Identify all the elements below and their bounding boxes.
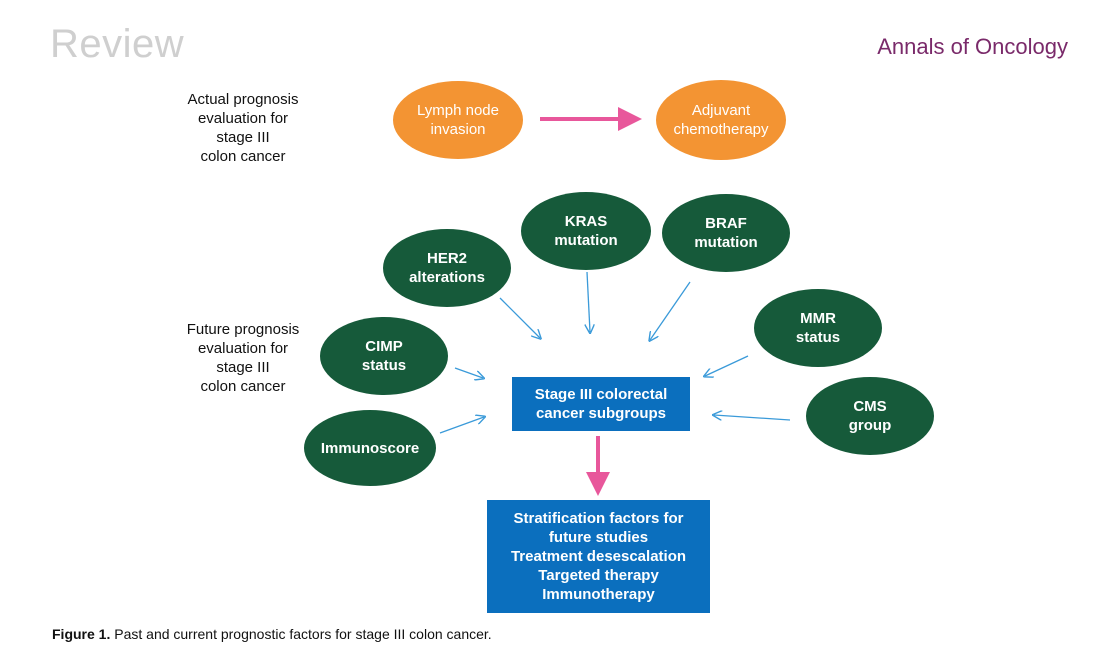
arrow-mmr [705, 355, 749, 376]
future-label-line: stage III [216, 359, 270, 376]
node-text: status [361, 357, 407, 374]
future-label-line: Future prognosis [186, 321, 300, 338]
arrow-kras [587, 271, 590, 332]
arrow-immunoscore [439, 417, 484, 434]
journal-name: Annals of Oncology [877, 34, 1068, 59]
node-text: invasion [430, 121, 486, 138]
arrow-her2 [499, 297, 540, 338]
node-text: Lymph node [416, 102, 499, 119]
node-immunoscore: Immunoscore [304, 410, 436, 486]
node-kras-mutation: KRAS mutation [521, 192, 651, 270]
node-text: chemotherapy [673, 121, 769, 138]
figure-label: Figure 1. [52, 626, 111, 642]
future-label-line: evaluation for [197, 340, 289, 357]
node-text: CIMP [365, 338, 403, 355]
node-text: HER2 [426, 250, 467, 267]
box-text: Immunotherapy [542, 586, 655, 603]
actual-prognosis-label: Actual prognosis evaluation for stage II… [163, 90, 323, 166]
node-braf-mutation: BRAF mutation [662, 194, 790, 272]
node-text: BRAF [705, 215, 747, 232]
future-prognosis-label: Future prognosis evaluation for stage II… [163, 320, 323, 396]
actual-label-line: stage III [216, 129, 270, 146]
actual-label-line: colon cancer [200, 148, 286, 165]
box-text: Targeted therapy [538, 567, 659, 584]
node-text: status [795, 329, 841, 346]
node-adjuvant-chemotherapy: Adjuvant chemotherapy [656, 80, 786, 160]
box-text: Treatment desescalation [510, 548, 687, 565]
figure-caption: Figure 1. Past and current prognostic fa… [52, 626, 492, 642]
actual-label-line: Actual prognosis [187, 91, 299, 108]
node-lymph-node-invasion: Lymph node invasion [393, 81, 523, 159]
arrow-cms [714, 415, 791, 421]
node-text: Immunoscore [320, 439, 420, 457]
box-text: future studies [548, 529, 649, 546]
section-header: Review [50, 22, 185, 66]
node-text: CMS [853, 398, 887, 415]
outcome-box: Stratification factors for future studie… [487, 500, 710, 613]
caption-text: Past and current prognostic factors for … [110, 626, 492, 642]
arrow-braf [650, 281, 691, 340]
arrow-cimp [454, 367, 483, 378]
future-label-line: colon cancer [200, 378, 286, 395]
box-text: Stage III colorectal [534, 386, 668, 403]
node-cimp-status: CIMP status [320, 317, 448, 395]
node-text: group [848, 417, 892, 434]
node-cms-group: CMS group [806, 377, 934, 455]
actual-label-line: evaluation for [197, 110, 289, 127]
node-text: mutation [554, 232, 618, 249]
node-text: KRAS [564, 213, 608, 230]
node-text: Adjuvant [691, 102, 751, 119]
node-her2-alterations: HER2 alterations [383, 229, 511, 307]
node-text: mutation [694, 234, 758, 251]
node-text: alterations [409, 269, 485, 286]
box-text: Stratification factors for [513, 510, 684, 527]
center-box-stage-iii-subgroups: Stage III colorectal cancer subgroups [512, 377, 690, 431]
node-text: MMR [800, 310, 836, 327]
box-text: cancer subgroups [535, 405, 667, 422]
node-mmr-status: MMR status [754, 289, 882, 367]
